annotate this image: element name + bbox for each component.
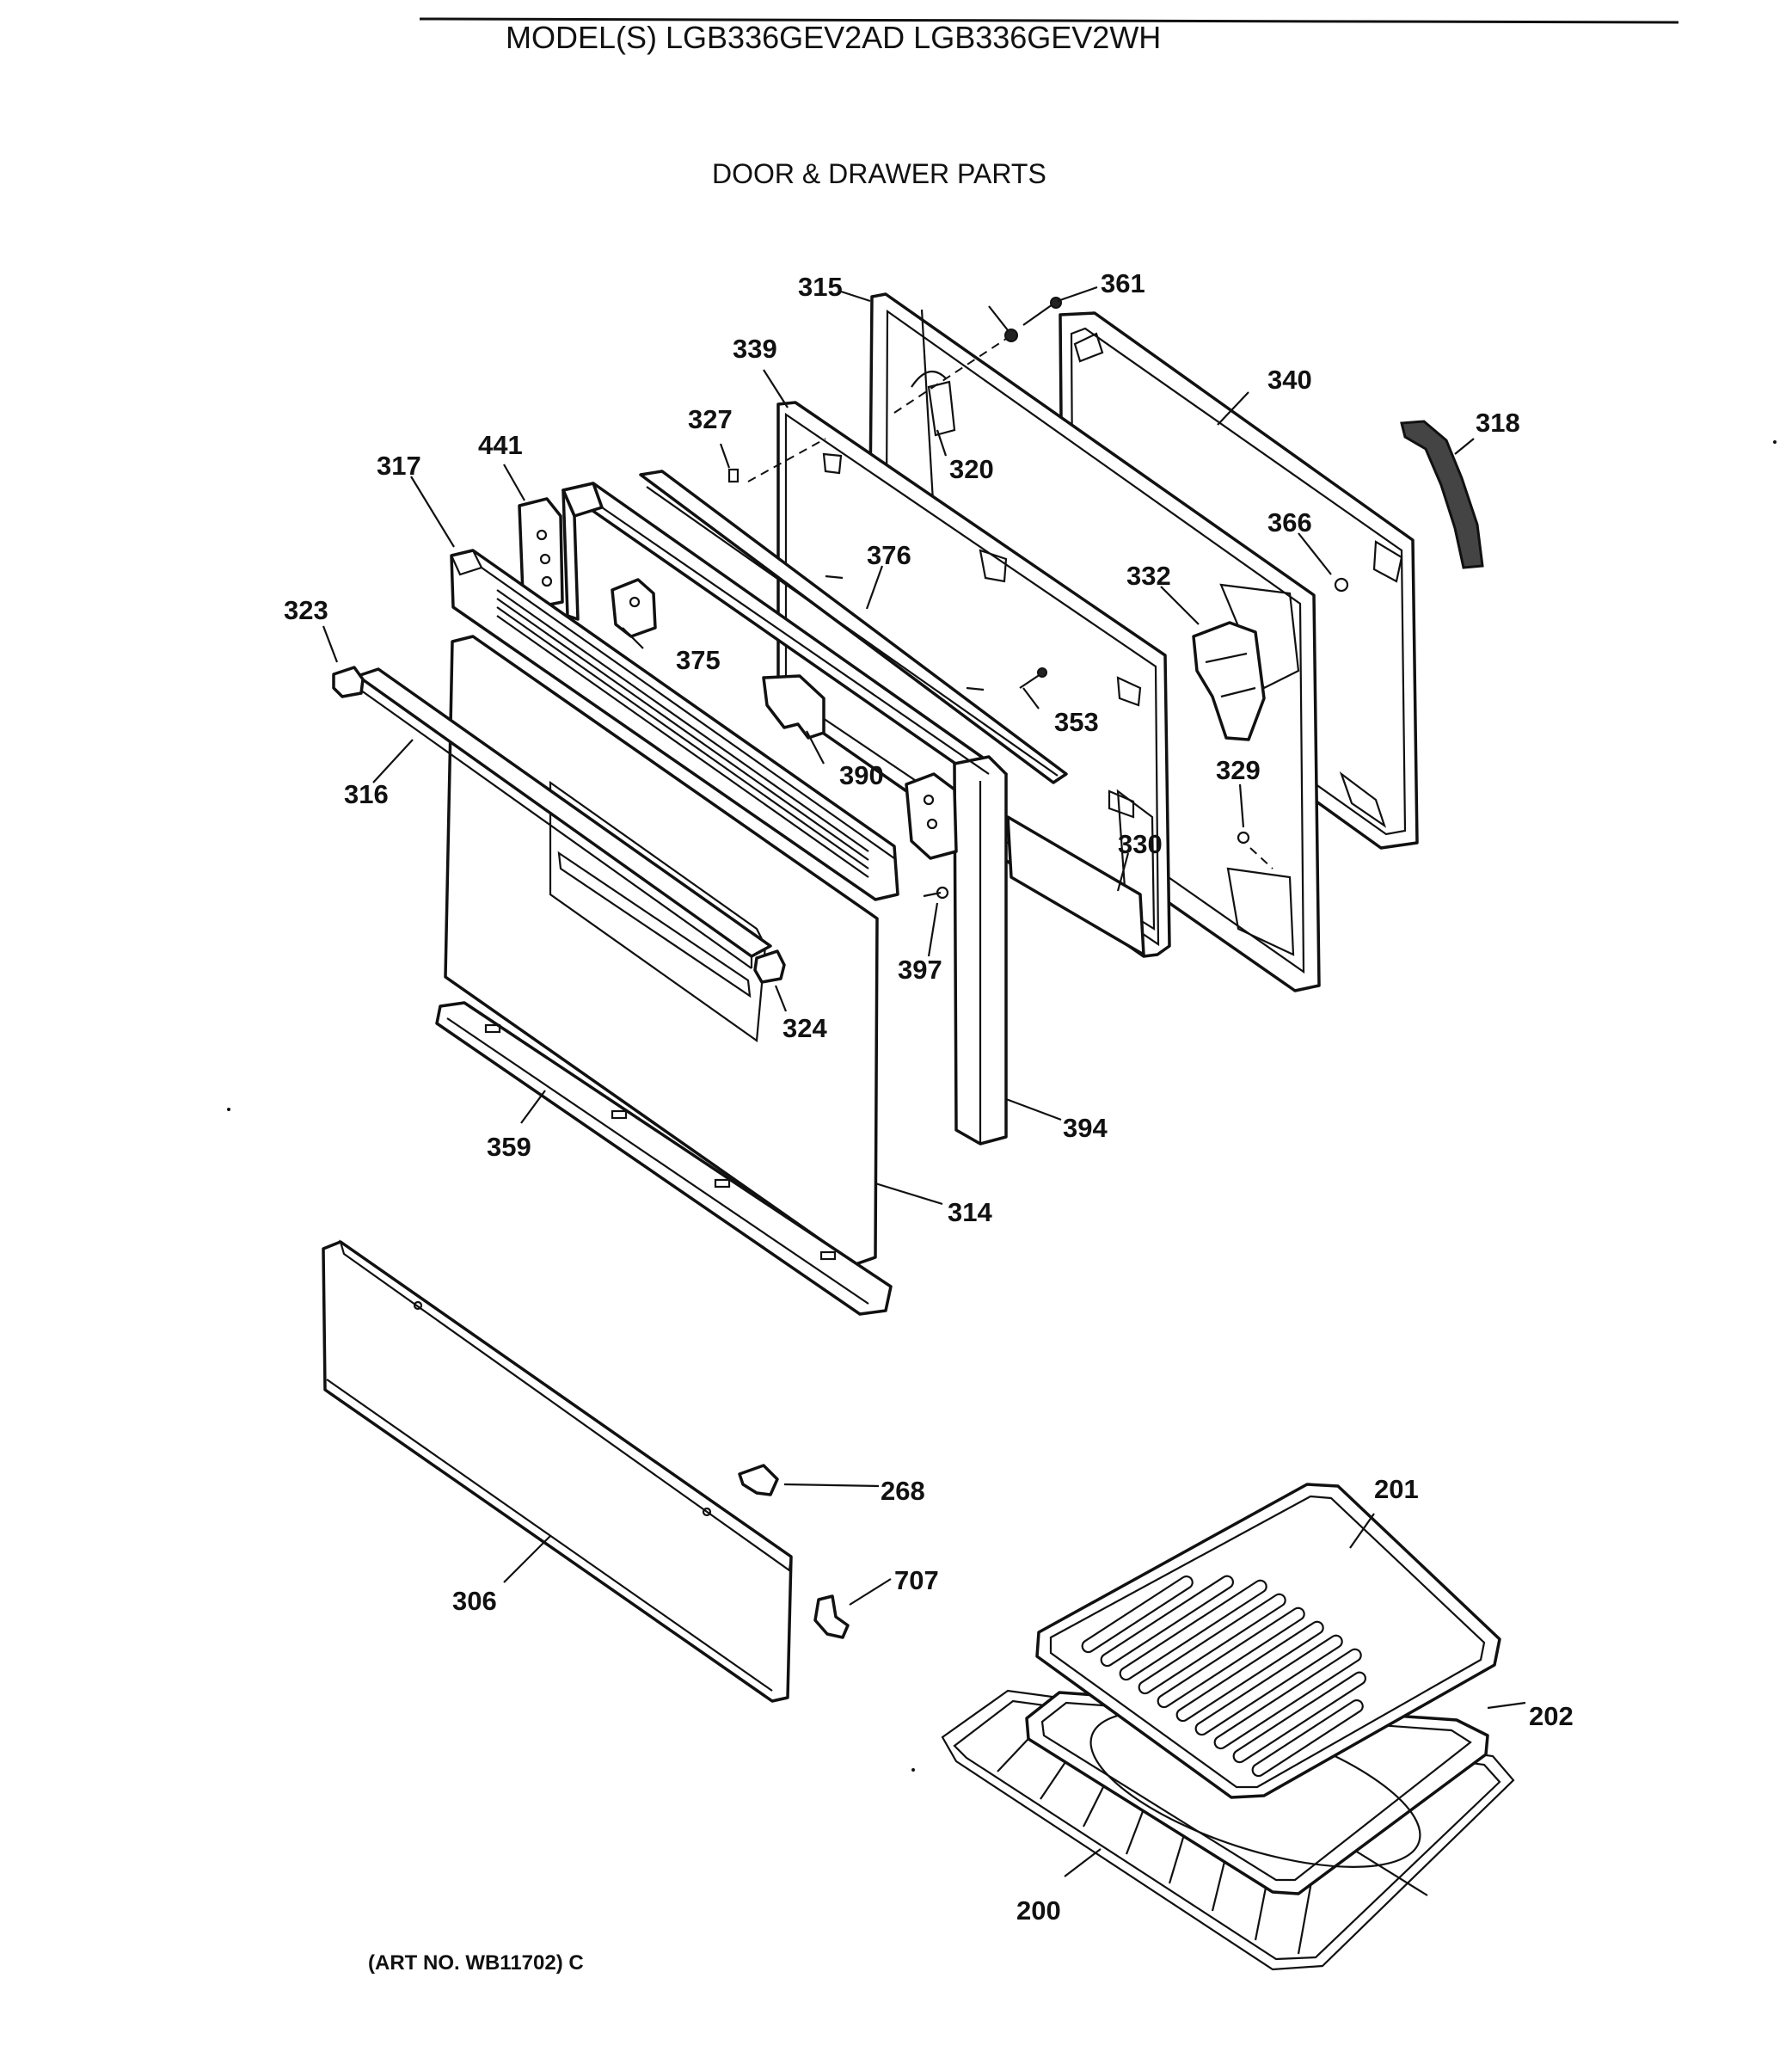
part-707-clip — [813, 1594, 850, 1639]
callout-339: 339 — [733, 334, 777, 364]
part-339-inner-panel — [776, 401, 1171, 958]
header-rule — [419, 17, 1679, 24]
callout-318: 318 — [1476, 408, 1520, 438]
callout-315: 315 — [798, 272, 843, 302]
callout-340: 340 — [1267, 365, 1312, 395]
callout-375: 375 — [676, 645, 721, 675]
scan-speck — [1773, 440, 1777, 444]
callout-268: 268 — [881, 1476, 925, 1506]
part-268-clip — [738, 1464, 779, 1496]
fastener-397 — [923, 886, 949, 900]
part-hinge-right — [905, 772, 958, 860]
callout-366: 366 — [1267, 507, 1312, 538]
fastener-366 — [1334, 577, 1349, 593]
guide-line — [1249, 847, 1273, 869]
part-323-end-cap — [332, 666, 365, 698]
part-306-drawer-front — [322, 1239, 793, 1703]
part-324-end-cap — [753, 949, 786, 984]
scan-speck — [227, 1108, 230, 1111]
part-317-vent-trim — [450, 549, 899, 901]
callout-200: 200 — [1016, 1895, 1061, 1926]
callout-330: 330 — [1118, 829, 1163, 859]
callout-202: 202 — [1529, 1701, 1574, 1731]
part-359-bottom-trim — [435, 1001, 893, 1316]
callout-306: 306 — [452, 1586, 497, 1616]
callout-324: 324 — [782, 1013, 827, 1043]
callout-441: 441 — [478, 430, 523, 460]
part-318-screen — [1400, 420, 1484, 569]
fastener-320 — [927, 380, 956, 437]
callout-317: 317 — [377, 451, 421, 481]
callout-314: 314 — [948, 1197, 992, 1227]
callout-201: 201 — [1374, 1474, 1419, 1504]
part-394-frame — [562, 482, 1008, 1146]
part-330-shield — [1006, 815, 1145, 956]
scan-speck — [911, 1768, 915, 1772]
callout-361: 361 — [1101, 268, 1145, 298]
fastener-329 — [1237, 831, 1250, 845]
part-201-broiler-grid — [1035, 1483, 1501, 1799]
callout-397: 397 — [898, 955, 942, 985]
part-375-bracket — [611, 578, 657, 638]
callout-327: 327 — [688, 404, 733, 434]
callout-394: 394 — [1063, 1113, 1108, 1143]
callout-707: 707 — [894, 1565, 939, 1595]
fastener-361 — [1022, 297, 1062, 326]
callout-316: 316 — [344, 779, 389, 809]
art-number: (ART NO. WB11702) C — [368, 1951, 584, 1975]
callout-329: 329 — [1216, 755, 1261, 785]
part-390-bracket — [762, 674, 825, 740]
part-316-handle — [356, 667, 772, 969]
callout-320: 320 — [949, 454, 994, 484]
callout-332: 332 — [1126, 561, 1171, 591]
fastener-353 — [1019, 667, 1047, 689]
callout-390: 390 — [839, 760, 884, 790]
callout-353: 353 — [1054, 707, 1099, 737]
callout-376: 376 — [867, 540, 911, 570]
part-332-insulation — [1192, 621, 1266, 741]
callout-labels: 315 361 339 340 318 327 441 317 320 366 … — [284, 268, 1574, 1926]
guide-line — [747, 438, 826, 482]
guide-line — [893, 338, 1007, 414]
part-376-rail — [639, 470, 1068, 784]
model-title: MODEL(S) LGB336GEV2AD LGB336GEV2WH — [506, 20, 1161, 55]
callout-323: 323 — [284, 595, 328, 625]
leader-lines — [322, 286, 1526, 1877]
callout-359: 359 — [487, 1132, 531, 1162]
section-title: DOOR & DRAWER PARTS — [712, 158, 1046, 189]
broiler-grid-slots — [1081, 1575, 1367, 1778]
fastener-327 — [727, 468, 740, 483]
fastener-312 — [1004, 329, 1018, 342]
